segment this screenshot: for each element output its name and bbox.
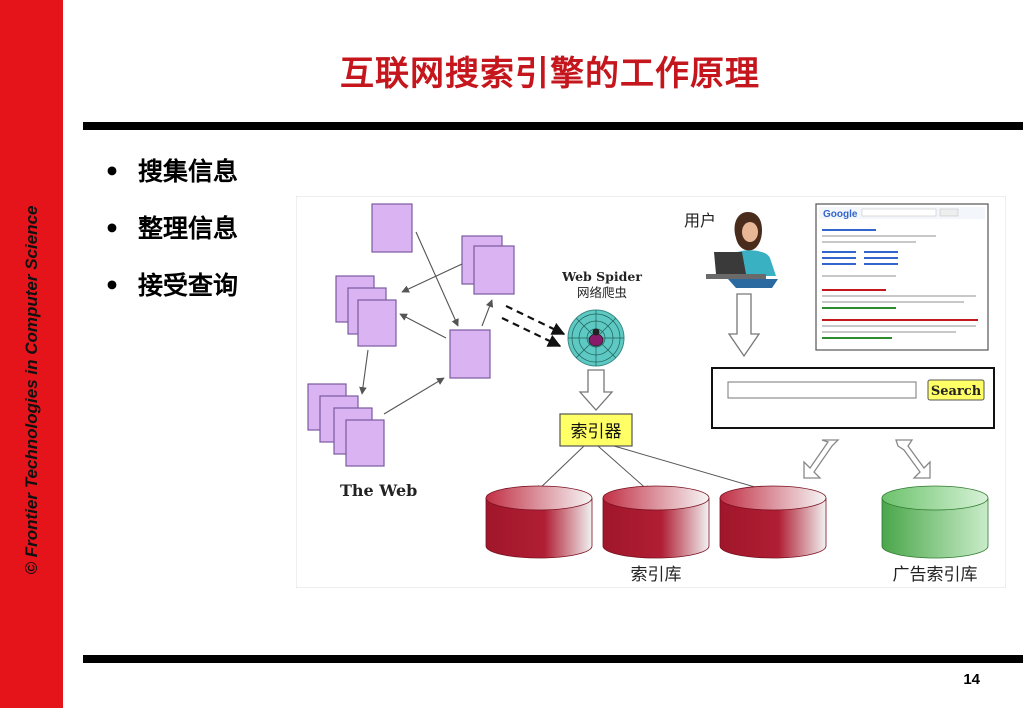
the-web-label: The Web (340, 481, 417, 500)
indexer-box (559, 413, 633, 447)
bullet-item: • 接受查询 (104, 269, 238, 326)
user-label: 用户 (684, 211, 716, 230)
search-results-screenshot: Google (815, 203, 989, 351)
slide-title: 互联网搜索引擎的工作原理 (340, 54, 760, 94)
top-divider (83, 122, 1023, 130)
spider-fetch-arrows (501, 305, 566, 347)
index-db-cylinder (602, 485, 710, 559)
down-arrow-to-indexer (578, 369, 614, 411)
web-page-icon (371, 203, 413, 253)
bullet-item: • 整理信息 (104, 212, 238, 269)
search-input (727, 381, 917, 399)
spider-label-en: Web Spider (561, 269, 642, 284)
indexer-to-db-arrows (535, 445, 773, 494)
web-page-icon (345, 419, 385, 467)
down-arrow-to-searchbox (727, 293, 761, 358)
user-at-laptop-icon (706, 212, 778, 288)
bullet-list: • 搜集信息 • 整理信息 • 接受查询 (104, 155, 238, 326)
bullet-text: 接受查询 (138, 271, 239, 300)
index-db-cylinder (719, 485, 827, 559)
bullet-item: • 搜集信息 (104, 155, 238, 212)
index-db-cylinder (485, 485, 593, 559)
bullet-dot: • (104, 271, 120, 300)
web-page-icon (473, 245, 515, 295)
ad-db-cylinder (881, 485, 989, 559)
bullet-text: 整理信息 (138, 214, 239, 243)
search-engine-diagram: The Web Web Spider 网络爬虫 索引器 (296, 196, 1006, 588)
web-link-arrows (359, 231, 494, 415)
search-box-panel: Search (711, 367, 995, 429)
search-button (927, 379, 985, 401)
copyright-vertical-text: © Frontier Technologies in Computer Scie… (22, 205, 41, 575)
bidirectional-arrow (895, 439, 931, 479)
bullet-dot: • (104, 214, 120, 243)
bottom-divider (83, 655, 1023, 663)
index-db-label: 索引库 (631, 565, 682, 585)
spider-label-cn: 网络爬虫 (577, 285, 627, 300)
results-brand-logo: Google (823, 209, 858, 220)
search-button-label: Search (931, 384, 982, 399)
web-pages-cluster (307, 203, 515, 467)
bullet-text: 搜集信息 (138, 157, 239, 186)
page-number: 14 (963, 671, 980, 688)
web-page-icon (449, 329, 491, 379)
indexer-label: 索引器 (571, 422, 622, 442)
spider-web-icon (567, 309, 625, 367)
web-page-icon (357, 299, 397, 347)
ad-db-label: 广告索引库 (893, 565, 978, 585)
spider-head (592, 328, 600, 336)
bullet-dot: • (104, 157, 120, 186)
sidebar-band: © Frontier Technologies in Computer Scie… (0, 0, 63, 708)
spider-body (588, 333, 604, 347)
bidirectional-arrow (803, 439, 840, 479)
